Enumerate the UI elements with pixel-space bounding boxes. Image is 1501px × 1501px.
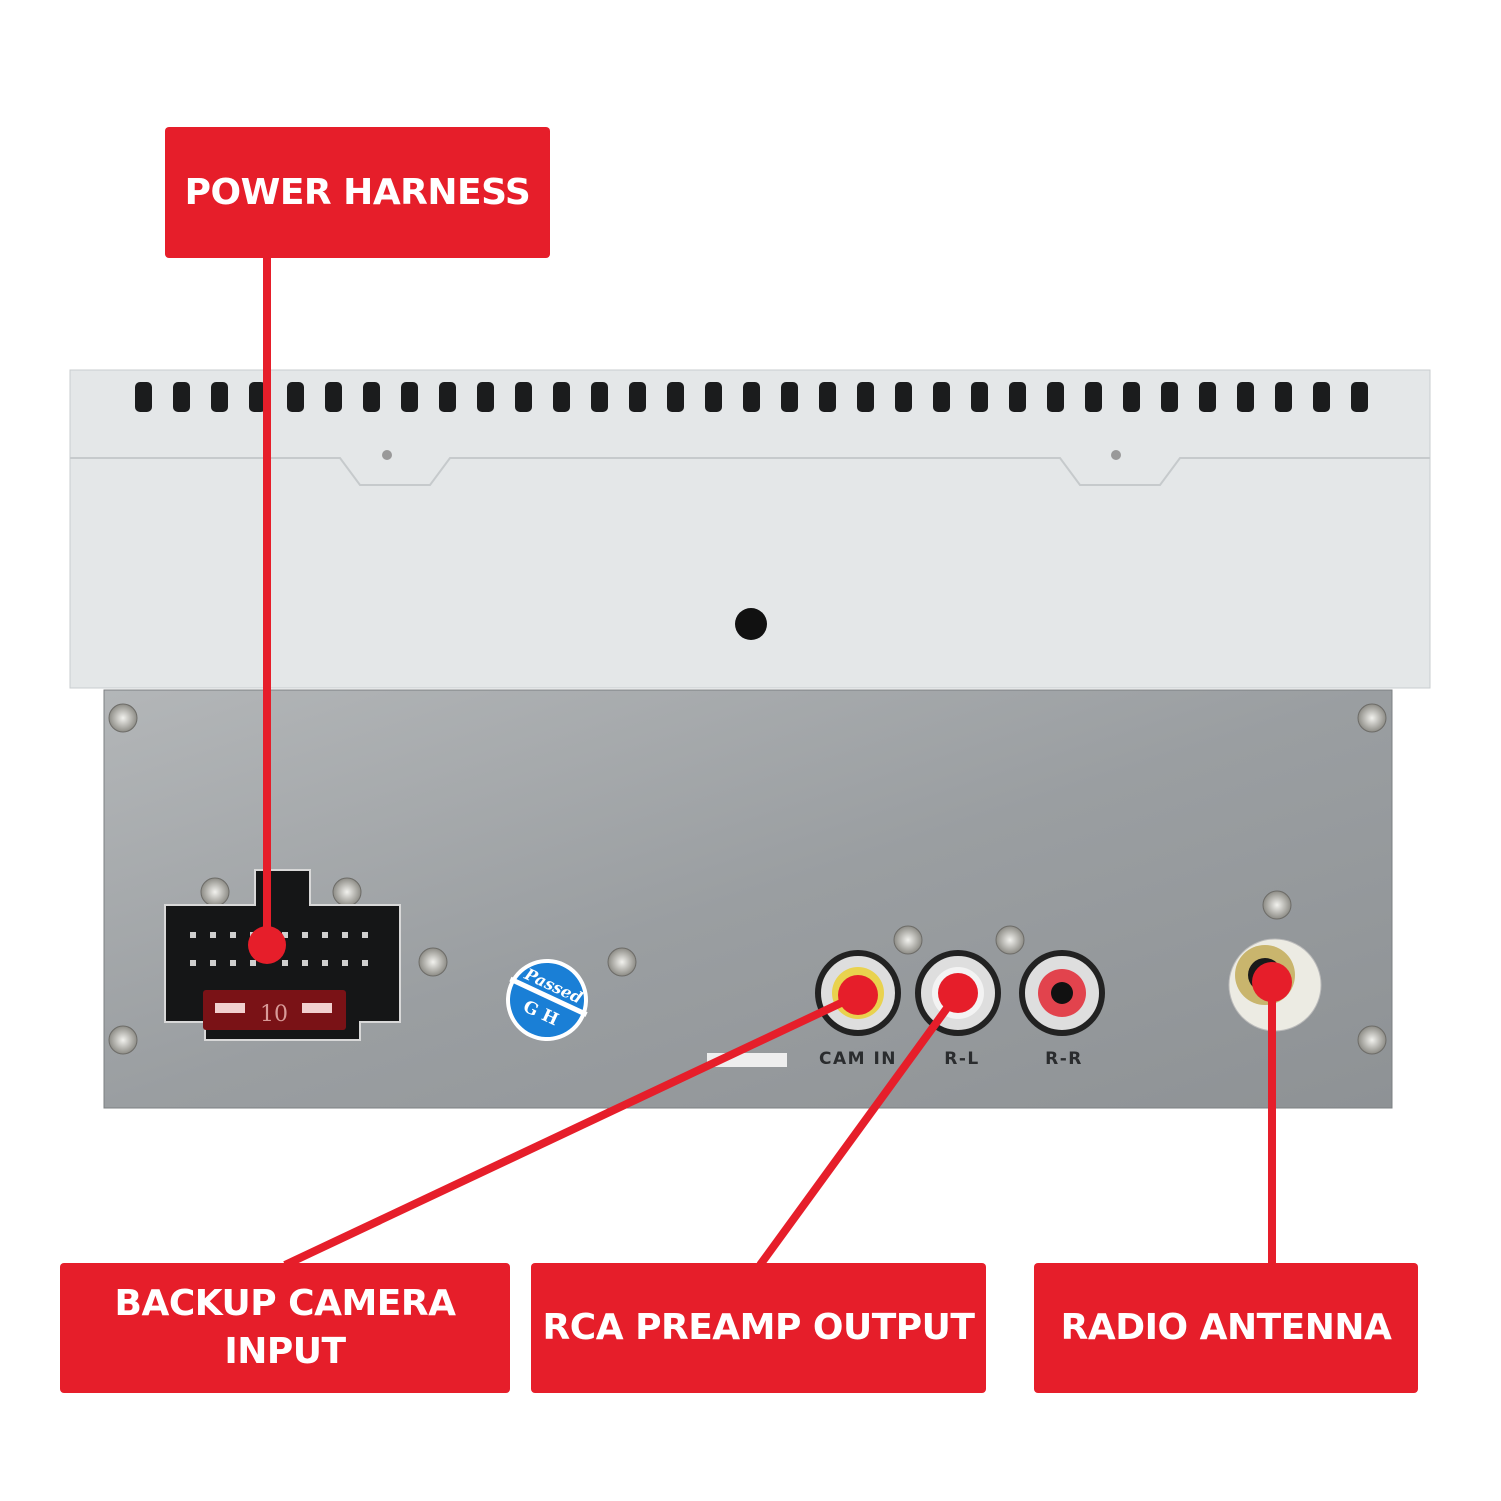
connector-pin bbox=[302, 932, 308, 938]
vent-slot bbox=[781, 382, 798, 412]
connector-pin bbox=[282, 932, 288, 938]
vent-slot bbox=[667, 382, 684, 412]
screw bbox=[995, 925, 1025, 955]
fuse: 10 bbox=[203, 990, 346, 1030]
vent-slot bbox=[1047, 382, 1064, 412]
callout-rca-preamp-output: RCA PREAMP OUTPUT bbox=[531, 1263, 986, 1393]
screw bbox=[418, 947, 448, 977]
vent-slot bbox=[325, 382, 342, 412]
screw bbox=[108, 703, 138, 733]
callout-lines bbox=[248, 258, 1292, 1269]
vent-slot bbox=[743, 382, 760, 412]
backup-camera-leader bbox=[283, 991, 860, 1269]
connector-pin bbox=[250, 960, 256, 966]
rca-preamp-dot bbox=[938, 973, 978, 1013]
top-cover bbox=[69, 369, 1431, 689]
connector-pin bbox=[190, 960, 196, 966]
callout-power-harness: POWER HARNESS bbox=[165, 127, 550, 258]
vent-slot bbox=[1313, 382, 1330, 412]
passed-sticker: Passed G H bbox=[506, 959, 588, 1041]
callout-radio-antenna: RADIO ANTENNA bbox=[1034, 1263, 1418, 1393]
connector-pin bbox=[190, 932, 196, 938]
mounting-hole bbox=[735, 608, 767, 640]
callout-label: RCA PREAMP OUTPUT bbox=[542, 1307, 975, 1348]
vent-slot bbox=[287, 382, 304, 412]
connector-pin bbox=[210, 960, 216, 966]
vent-slot bbox=[819, 382, 836, 412]
fuse-rating: 10 bbox=[260, 1002, 288, 1027]
jack-label-r-l: R-L bbox=[944, 1049, 979, 1069]
vent-slot bbox=[1123, 382, 1140, 412]
connector-pin bbox=[322, 960, 328, 966]
screw bbox=[1357, 1025, 1387, 1055]
rca-jack-r-r bbox=[1019, 950, 1105, 1036]
callout-backup-camera-input: BACKUP CAMERA INPUT bbox=[60, 1263, 510, 1393]
screw bbox=[1262, 890, 1292, 920]
connector-pin bbox=[362, 960, 368, 966]
screw bbox=[607, 947, 637, 977]
connector-pin bbox=[362, 932, 368, 938]
screw bbox=[200, 877, 230, 907]
ventilation-slots bbox=[135, 382, 1368, 412]
rca-preamp-leader bbox=[756, 990, 962, 1268]
vent-slot bbox=[515, 382, 532, 412]
screw bbox=[1357, 703, 1387, 733]
callout-label: RADIO ANTENNA bbox=[1060, 1307, 1392, 1348]
vent-slot bbox=[1161, 382, 1178, 412]
vent-slot bbox=[857, 382, 874, 412]
vent-slot bbox=[591, 382, 608, 412]
connector-pin bbox=[342, 932, 348, 938]
connector-pin bbox=[322, 932, 328, 938]
vent-slot bbox=[1085, 382, 1102, 412]
callout-label: BACKUP CAMERA bbox=[114, 1283, 456, 1324]
vent-slot bbox=[629, 382, 646, 412]
connector-pin bbox=[210, 932, 216, 938]
vent-slot bbox=[933, 382, 950, 412]
connector-pin bbox=[302, 960, 308, 966]
vent-slot bbox=[173, 382, 190, 412]
vent-slot bbox=[1199, 382, 1216, 412]
vent-slot bbox=[249, 382, 266, 412]
vent-slot bbox=[895, 382, 912, 412]
connector-pin bbox=[342, 960, 348, 966]
connector-pin bbox=[282, 960, 288, 966]
vent-slot bbox=[553, 382, 570, 412]
screw bbox=[108, 1025, 138, 1055]
vent-slot bbox=[401, 382, 418, 412]
cover-rivet bbox=[382, 450, 392, 460]
vent-slot bbox=[363, 382, 380, 412]
screw bbox=[893, 925, 923, 955]
vent-slot bbox=[1237, 382, 1254, 412]
backup-camera-dot bbox=[838, 975, 878, 1015]
connector-pin bbox=[230, 960, 236, 966]
vent-slot bbox=[705, 382, 722, 412]
vent-slot bbox=[211, 382, 228, 412]
vent-slot bbox=[971, 382, 988, 412]
vent-slot bbox=[439, 382, 456, 412]
power-harness-dot bbox=[248, 926, 286, 964]
cover-rivet bbox=[1111, 450, 1121, 460]
vent-slot bbox=[1351, 382, 1368, 412]
connector-pin bbox=[230, 932, 236, 938]
vent-slot bbox=[135, 382, 152, 412]
screw bbox=[332, 877, 362, 907]
vent-slot bbox=[1275, 382, 1292, 412]
callout-label: POWER HARNESS bbox=[184, 171, 531, 213]
callout-label: INPUT bbox=[224, 1331, 346, 1372]
vent-slot bbox=[477, 382, 494, 412]
jack-label-r-r: R-R bbox=[1045, 1049, 1083, 1069]
vent-slot bbox=[1009, 382, 1026, 412]
jack-label-cam-in: CAM IN bbox=[819, 1049, 897, 1069]
radio-antenna-dot bbox=[1252, 962, 1292, 1002]
